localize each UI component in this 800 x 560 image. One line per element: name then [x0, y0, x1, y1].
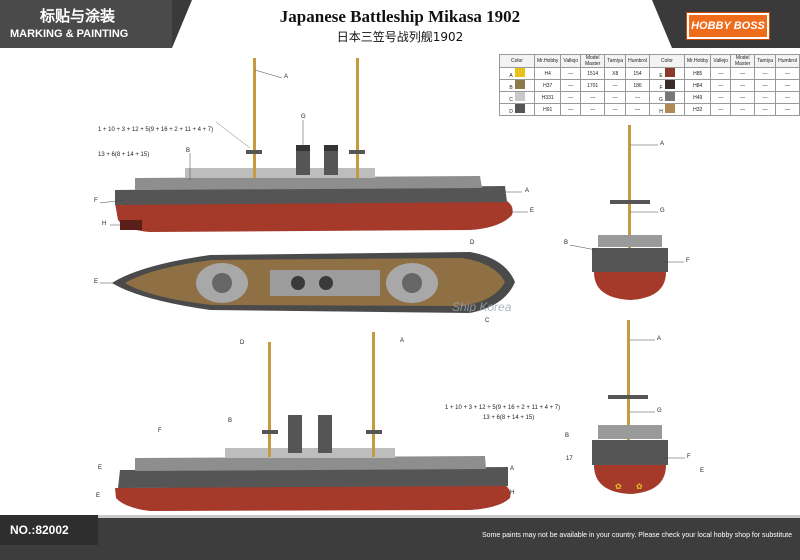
paint-code: F: [659, 85, 663, 91]
paint-swatch: [664, 104, 675, 113]
paint-value-cell: —: [775, 103, 800, 116]
col-mrhobby: Mr.Hobby: [533, 54, 562, 68]
flag-note-2a: 1 + 10 + 3 + 12 + 5(9 + 16 + 2 + 11 + 4 …: [445, 405, 561, 411]
callout-b-3: B: [565, 433, 570, 439]
callout-e-5: E: [96, 493, 101, 499]
paint-value-cell: —: [754, 103, 777, 116]
paint-code: C: [509, 97, 513, 103]
paint-row: A黄色 / YellowH4—1514X8154E船底红H85————: [499, 67, 800, 80]
paint-value-cell: —: [580, 91, 606, 104]
header-title-panel: [172, 0, 672, 48]
header-en-title: MARKING & PAINTING: [10, 28, 129, 40]
col-modelmaster-2: Model Master: [730, 54, 756, 68]
col-humbrol-2: Humbrol: [775, 54, 800, 68]
paint-swatch: [664, 80, 675, 89]
svg-text:✿: ✿: [636, 482, 643, 491]
callout-g-3: G: [657, 408, 662, 414]
paint-code: H: [659, 109, 663, 115]
col-color-2: Color: [649, 54, 685, 68]
paint-value-cell: —: [580, 103, 606, 116]
leader-lines: [99, 69, 685, 459]
paint-value-cell: —: [560, 103, 582, 116]
footer-note: Some paints may not be available in your…: [482, 532, 792, 539]
callout-a-4: A: [660, 141, 665, 147]
paint-color-cell: H黄铜色: [649, 103, 685, 116]
callout-f-2: F: [686, 258, 690, 264]
col-vallejo: Vallejo: [560, 54, 582, 68]
page-title: Japanese Battleship Mikasa 1902: [279, 7, 521, 26]
callout-b-4: B: [228, 418, 233, 424]
paint-swatch: [514, 68, 525, 77]
paint-swatch: [514, 92, 525, 101]
side-view-1: [115, 58, 513, 232]
col-modelmaster: Model Master: [580, 54, 606, 68]
callout-a-5: A: [657, 336, 662, 342]
callout-b-1: B: [186, 148, 191, 154]
stern-view: ✿ ✿: [592, 320, 668, 494]
header-left-panel: 标贴与涂装 MARKING & PAINTING: [0, 0, 172, 48]
callout-f-3: F: [687, 454, 691, 460]
footer-divider: [88, 515, 800, 518]
paint-code: G: [659, 97, 663, 103]
side-view-2: [115, 332, 511, 511]
paint-table: Color Mr.Hobby Vallejo Model Master Tami…: [499, 54, 800, 116]
callout-f-4: F: [158, 428, 162, 434]
callout-f-1: F: [94, 198, 98, 204]
paint-swatch: [514, 80, 525, 89]
page-subtitle: 日本三笠号战列舰1902: [336, 30, 464, 44]
callout-a-3: A: [400, 338, 405, 344]
bow-view: [592, 125, 668, 300]
paint-code: A: [509, 73, 513, 79]
item-number: NO.:82002: [0, 515, 98, 545]
callout-d-2: D: [240, 340, 245, 346]
watermark: Ship Korea: [452, 300, 512, 314]
paint-code: E: [659, 73, 663, 79]
paint-row: C浅灰色H331————G中灰色H49————: [499, 91, 800, 104]
flag-note-1b: 13 + 6(8 + 14 + 15): [98, 152, 150, 158]
callout-e-3: E: [700, 468, 705, 474]
flag-note-2b: 13 + 6(8 + 14 + 15): [483, 415, 535, 421]
callout-g-2: G: [660, 208, 665, 214]
paint-value-cell: H32: [683, 103, 712, 116]
col-tamiya: Tamiya: [604, 54, 627, 68]
callout-d-1: D: [470, 240, 475, 246]
callout-a-2: A: [525, 188, 530, 194]
paint-value-cell: —: [730, 103, 756, 116]
callout-c-1: C: [485, 318, 490, 324]
footer-bar: [0, 515, 800, 560]
paint-code: D: [509, 109, 513, 115]
paint-swatch: [664, 68, 675, 77]
paint-swatch: [514, 104, 525, 113]
flag-note-1a: 1 + 10 + 3 + 12 + 5(9 + 16 + 2 + 11 + 4 …: [98, 127, 214, 133]
callout-g-1: G: [301, 114, 306, 120]
callout-e-2: E: [94, 279, 99, 285]
col-color: Color: [499, 54, 535, 68]
paint-table-header: Color Mr.Hobby Vallejo Model Master Tami…: [499, 54, 800, 68]
header-cn-title: 标贴与涂装: [40, 7, 116, 25]
paint-swatch: [664, 92, 675, 101]
callout-e-4: E: [98, 465, 103, 471]
paint-row: D灰色H91————H黄铜色H32————: [499, 103, 800, 116]
callout-a-6: A: [510, 466, 515, 472]
paint-value-cell: —: [710, 103, 732, 116]
callout-h-1: H: [102, 221, 107, 227]
callout-h-2: H: [510, 490, 515, 496]
paint-value-cell: H91: [533, 103, 562, 116]
deck-plan-view: [112, 252, 515, 313]
brand-logo: HOBBY BOSS: [687, 13, 769, 39]
callout-a-1: A: [284, 74, 289, 80]
callout-17: 17: [566, 456, 573, 462]
callout-e-1: E: [530, 208, 535, 214]
paint-code: B: [509, 85, 513, 91]
svg-text:✿: ✿: [615, 482, 622, 491]
callout-b-2: B: [564, 240, 569, 246]
